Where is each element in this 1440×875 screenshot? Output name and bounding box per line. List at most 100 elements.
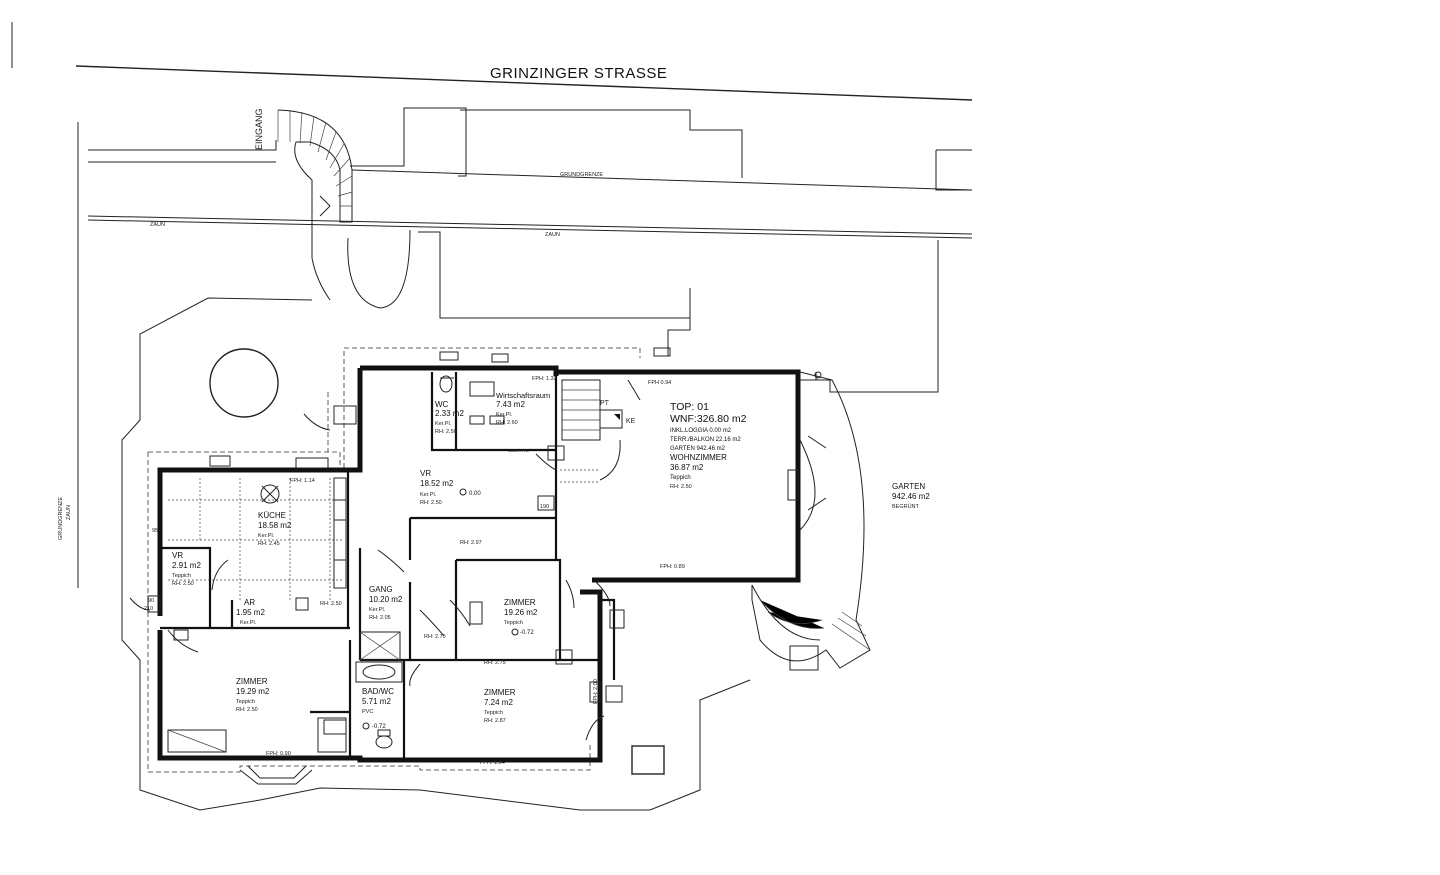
street-line [75, 65, 973, 101]
entrance-stair [277, 109, 353, 301]
zimmer-mid-name: ZIMMER [504, 598, 536, 607]
front-court-step [667, 288, 691, 356]
building-walls [157, 365, 801, 763]
vr-main-floor: Ker.Pl. [420, 492, 437, 498]
fph-089-label: FPH: 0.89 [660, 564, 685, 570]
top-terrasse: TERR./BALKON 22.16 m2 [670, 437, 741, 443]
top-loggia: INKL.LOGGIA 0.00 m2 [670, 428, 732, 434]
southeast-door [585, 715, 605, 741]
garden-name: GARTEN [892, 482, 925, 491]
fph-114-label: FPH: 1.14 [290, 478, 315, 484]
wc-floor: Ker.Pl. [435, 421, 452, 427]
bad-level: -0.72 [372, 724, 386, 730]
rh-250-label: RH: 2.50 [320, 601, 342, 607]
gang-name: GANG [369, 585, 393, 594]
fence-line-b [87, 219, 973, 239]
south-steps-inner [247, 765, 307, 779]
wirtschaftsraum-rh: RH: 2.60 [496, 420, 518, 426]
frontage-right-2 [935, 150, 972, 191]
level-markers [362, 488, 519, 730]
ar-area: 1.95 m2 [236, 608, 265, 617]
fence-line-a [87, 215, 973, 235]
kueche-name: KÜCHE [258, 511, 286, 520]
wirtschaftsraum-area: 7.43 m2 [496, 400, 525, 409]
vr-main-level: 0.00 [469, 491, 481, 497]
zimmer-left-rh: RH: 2.50 [236, 707, 258, 713]
front-courtyard [418, 231, 691, 319]
top-wnf: WNF:326.80 m2 [670, 413, 747, 425]
frontage-block-mid [460, 109, 743, 178]
bad-area: 5.71 m2 [362, 697, 391, 706]
gang-area: 10.20 m2 [369, 595, 403, 604]
gang-floor: Ker.Pl. [369, 607, 386, 613]
wohnzimmer-area: 36.87 m2 [670, 463, 704, 472]
bad-name: BAD/WC [362, 687, 394, 696]
wohnzimmer-name: WOHNZIMMER [670, 453, 727, 462]
fph-132-label: FPH: 1.32 [532, 376, 557, 382]
street-name: GRINZINGER STRASSE [490, 65, 667, 82]
vr-main-rh: RH: 2.50 [420, 500, 442, 506]
zaun-label-2: ZAUN [545, 232, 560, 238]
top-title: TOP: 01 [670, 401, 709, 413]
zimmer-mid-level: -0.72 [520, 630, 534, 636]
zimmer-left-area: 19.29 m2 [236, 687, 270, 696]
fph-200-label: FPH: 2.00 [593, 679, 599, 704]
terrace-dashed-top [148, 347, 641, 471]
frontage-block-left [350, 107, 467, 177]
garden-note: BEGRÜNT [892, 503, 920, 510]
interior-stair [560, 379, 641, 483]
fph-094-label: FPH 0.94 [648, 380, 671, 386]
left-grundgrenze: GRUNDGRENZE [58, 497, 64, 540]
elektro-label: ELEKTRO [508, 448, 530, 453]
pt-label: PT [600, 400, 610, 407]
wohnzimmer-rh: RH: 2.50 [670, 484, 692, 490]
zimmer-right-floor: Teppich [484, 710, 503, 716]
dimension-ticks [147, 347, 671, 735]
kueche-area: 18.58 m2 [258, 521, 292, 530]
zimmer-right-rh: RH: 2.87 [484, 718, 506, 724]
wc-name: WC [435, 400, 449, 409]
entrance-label: EINGANG [254, 108, 264, 150]
rh-297-label: RH: 2.97 [460, 540, 482, 546]
grundgrenze-line [351, 169, 973, 191]
ke-label: KE [626, 418, 636, 425]
garden-area: 942.46 m2 [892, 492, 930, 501]
dim-90: 90 [148, 598, 154, 604]
ar-name: AR [244, 598, 255, 607]
bad-floor: PVC [362, 709, 373, 715]
wohnzimmer-floor: Teppich [670, 475, 691, 481]
vr-small-rh: RH: 2.50 [172, 581, 194, 587]
top-garten: GARTEN 942.46 m2 [670, 446, 726, 452]
kitchen-grid [168, 477, 347, 600]
outer-lot-south [121, 590, 751, 811]
ar-floor: Ker.Pl. [240, 620, 257, 626]
fph-090-label: FPH: 0.90 [266, 751, 291, 757]
vr-small-area: 2.91 m2 [172, 561, 201, 570]
fph-104-label: FPH: 1.04 [480, 760, 505, 766]
wc-rh: RH: 2.50 [435, 429, 457, 435]
kueche-floor: Ker.Pl. [258, 533, 275, 539]
right-lot-line [829, 240, 939, 393]
rh-275b-label: RH: 2.75 [484, 660, 506, 666]
zimmer-mid-floor: Teppich [504, 620, 523, 626]
gang-rh: RH: 2.05 [369, 615, 391, 621]
vr-main-area: 18.52 m2 [420, 479, 454, 488]
wirtschaftsraum-name: Wirtschaftsraum [496, 391, 550, 400]
tree-circle [209, 348, 279, 418]
dim-95: 95 [152, 528, 158, 534]
southeast-pad [631, 745, 665, 775]
rh-275a-label: RH: 2.75 [424, 634, 446, 640]
vr-main-name: VR [420, 469, 431, 478]
dim-210: 210 [144, 606, 153, 612]
frontage-line-1 [88, 140, 277, 151]
terrace-dashed-outline [147, 452, 591, 773]
zimmer-right-name: ZIMMER [484, 688, 516, 697]
left-zaun: ZAUN [66, 505, 72, 520]
door-swings [129, 377, 611, 687]
zimmer-mid-area: 19.26 m2 [504, 608, 538, 617]
vr-small-name: VR [172, 551, 183, 560]
wirtschaftsraum-floor: Ker.Pl. [496, 412, 513, 418]
curved-driveway [347, 229, 411, 309]
outer-lot-west [121, 297, 313, 590]
wc-area: 2.33 m2 [435, 409, 464, 418]
